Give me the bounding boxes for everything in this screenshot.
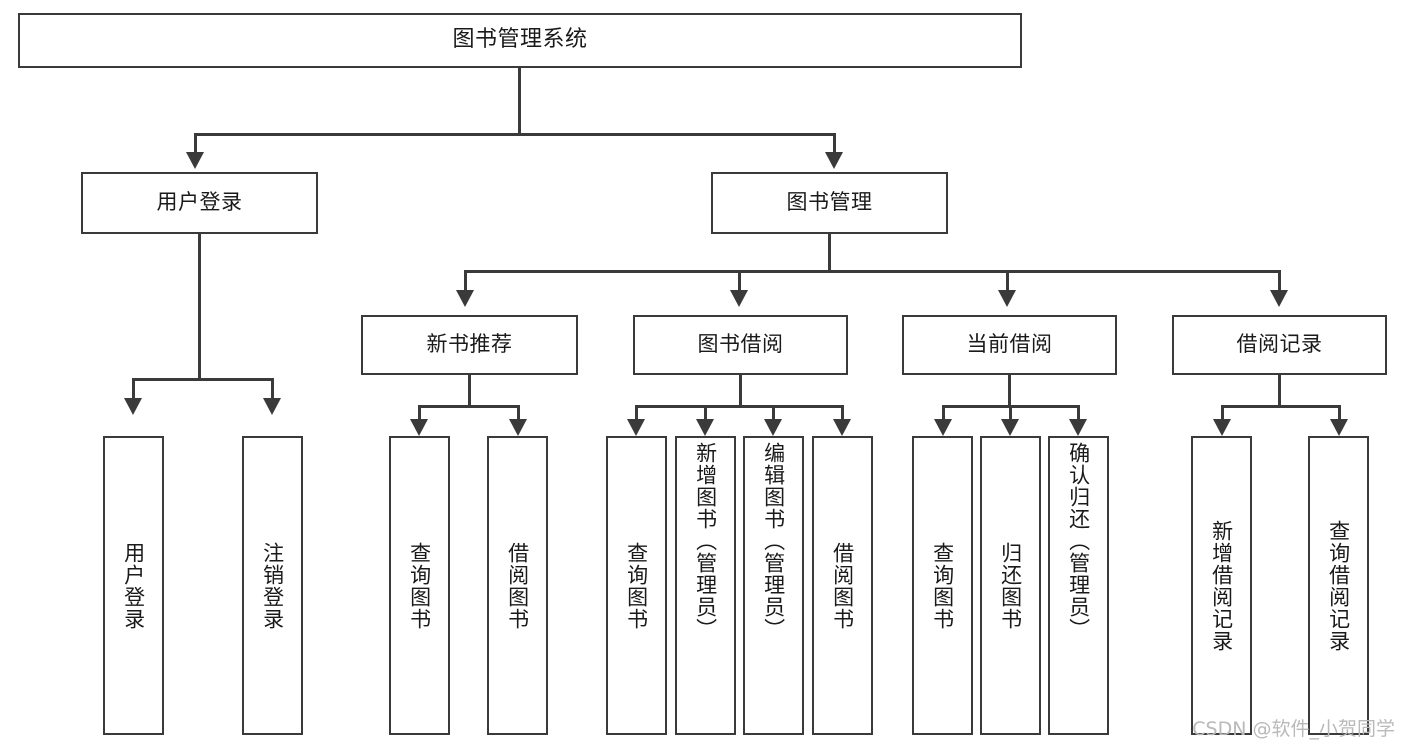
node-label: 图书借阅 [697,332,784,357]
node-root-system[interactable]: 图书管理系统 [18,13,1022,68]
connector-borrowrecord-stem [1278,375,1281,407]
connector-borrowrecord-drop-2 [1338,405,1341,421]
arrowhead-level3-3 [998,290,1016,307]
arrowhead-borrowrecord-2 [1330,419,1348,436]
leaf-borrow-book[interactable]: 借阅图书 [812,436,873,735]
leaf-return-book[interactable]: 归还图书 [980,436,1041,735]
node-label: 查询图书 [624,541,649,630]
connector-userlogin-drop-2 [271,378,274,400]
connector-userlogin-stem [198,234,201,380]
leaf-add-borrow-record[interactable]: 新增借阅记录 [1191,436,1252,735]
leaf-borrow-book-recommend[interactable]: 借阅图书 [487,436,548,735]
node-label: 查询图书 [930,541,955,630]
arrowhead-bookborrow-3 [764,419,782,436]
leaf-logout[interactable]: 注销登录 [242,436,303,735]
node-label: 借阅图书 [830,541,855,630]
arrowhead-bookborrow-1 [627,419,645,436]
arrowhead-newbook-1 [410,419,428,436]
arrowhead-level2-1 [186,152,204,169]
node-label: 用户登录 [121,541,146,630]
connector-currentborrow-stem [1008,375,1011,407]
leaf-add-book-admin[interactable]: 新增图书（管理员） [675,436,736,735]
node-label: 用户登录 [156,190,243,215]
arrowhead-bookborrow-4 [833,419,851,436]
connector-bookmgmt-stem [828,234,831,272]
arrowhead-currentborrow-1 [934,419,952,436]
connector-newbook-drop-1 [418,405,421,421]
connector-userlogin-bus [133,378,273,381]
arrowhead-level3-2 [730,290,748,307]
leaf-confirm-return-admin[interactable]: 确认归还（管理员） [1048,436,1109,735]
node-label: 查询图书 [407,541,432,630]
connector-level2-bus [196,133,836,136]
arrowhead-userlogin-1 [124,398,142,415]
node-label: 编辑图书（管理员） [761,442,786,640]
leaf-query-book-current[interactable]: 查询图书 [912,436,973,735]
connector-bookborrow-drop-2 [704,405,707,421]
connector-currentborrow-drop-1 [942,405,945,421]
node-current-borrow[interactable]: 当前借阅 [902,315,1117,375]
arrowhead-currentborrow-3 [1069,419,1087,436]
connector-root-stem [518,68,521,135]
connector-level2-drop-1 [194,133,197,154]
connector-bookborrow-drop-4 [841,405,844,421]
node-label: 归还图书 [998,541,1023,630]
leaf-query-book-recommend[interactable]: 查询图书 [389,436,450,735]
node-label: 图书管理 [786,190,873,215]
connector-level3-drop-3 [1006,270,1009,292]
connector-level3-drop-4 [1278,270,1281,292]
connector-newbook-stem [468,375,471,407]
node-new-book-recommend[interactable]: 新书推荐 [361,315,578,375]
connector-level3-drop-1 [464,270,467,292]
connector-bookborrow-bus [636,405,844,408]
connector-newbook-drop-2 [517,405,520,421]
arrowhead-borrowrecord-1 [1213,419,1231,436]
arrowhead-newbook-2 [509,419,527,436]
connector-userlogin-drop-1 [132,378,135,400]
connector-bookborrow-drop-3 [772,405,775,421]
node-label: 确认归还（管理员） [1066,442,1091,640]
connector-bookborrow-drop-1 [635,405,638,421]
node-book-management[interactable]: 图书管理 [711,172,948,234]
arrowhead-level3-1 [456,290,474,307]
leaf-user-login[interactable]: 用户登录 [103,436,164,735]
leaf-edit-book-admin[interactable]: 编辑图书（管理员） [743,436,804,735]
arrowhead-level3-4 [1270,290,1288,307]
node-label: 借阅记录 [1236,332,1323,357]
node-user-login[interactable]: 用户登录 [81,172,318,234]
connector-bookborrow-stem [739,375,742,407]
leaf-query-book-borrow[interactable]: 查询图书 [606,436,667,735]
node-book-borrow[interactable]: 图书借阅 [633,315,848,375]
node-label: 查询借阅记录 [1326,519,1351,652]
connector-newbook-bus [419,405,519,408]
node-label: 注销登录 [260,541,285,630]
node-label: 新增图书（管理员） [693,442,718,640]
connector-borrowrecord-bus [1222,405,1340,408]
connector-borrowrecord-drop-1 [1221,405,1224,421]
node-label: 借阅图书 [505,541,530,630]
node-label: 新增借阅记录 [1209,519,1234,652]
arrowhead-userlogin-2 [263,398,281,415]
node-label: 新书推荐 [426,332,513,357]
connector-currentborrow-drop-3 [1077,405,1080,421]
arrowhead-level2-2 [825,152,843,169]
connector-level3-drop-2 [738,270,741,292]
connector-level3-bus [466,270,1281,273]
leaf-query-borrow-record[interactable]: 查询借阅记录 [1308,436,1369,735]
connector-currentborrow-drop-2 [1009,405,1012,421]
arrowhead-bookborrow-2 [696,419,714,436]
node-label: 当前借阅 [966,332,1053,357]
node-label: 图书管理系统 [452,27,588,53]
arrowhead-currentborrow-2 [1001,419,1019,436]
connector-level2-drop-2 [833,133,836,154]
node-borrow-record[interactable]: 借阅记录 [1172,315,1387,375]
